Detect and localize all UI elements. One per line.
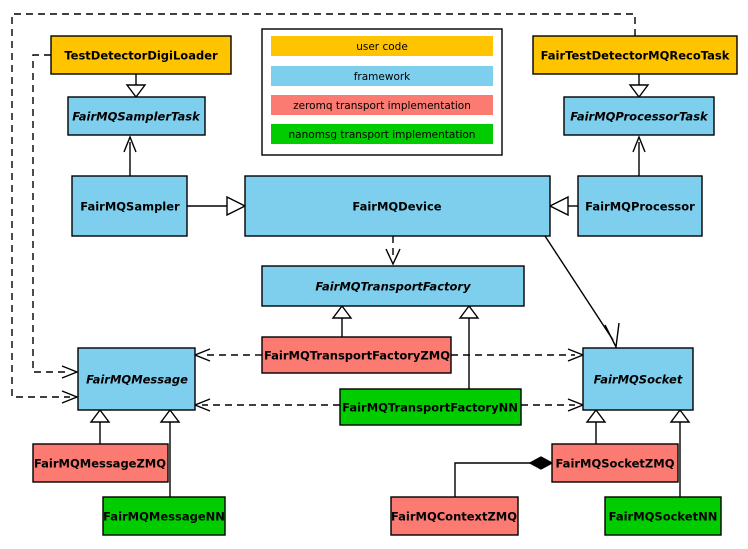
node-label: FairMQSampler <box>80 200 180 214</box>
class-node-fairmqdevice[interactable]: FairMQDevice <box>244 175 551 237</box>
node-rect[interactable] <box>604 496 722 536</box>
legend: user code framework zeromq transport imp… <box>261 28 503 156</box>
legend-label-zeromq: zeromq transport implementation <box>293 100 471 112</box>
node-rect[interactable] <box>551 443 679 483</box>
node-label: FairMQSamplerTask <box>72 110 201 124</box>
class-node-fairmqcontextzmq[interactable]: FairMQContextZMQ <box>390 496 519 536</box>
node-label: FairMQMessage <box>86 373 188 387</box>
class-node-fairmqtransportfactorynn[interactable]: FairMQTransportFactoryNN <box>339 388 522 426</box>
node-rect[interactable] <box>390 496 519 536</box>
edge-fairmqtransportfactoryzmq-to-fairmqtransportfactory <box>331 304 353 337</box>
edge-fairtestdetectormqrecotask-to-fairmqmessage <box>11 13 636 404</box>
edge-fairmqsampler-to-fairmqsamplertask <box>123 135 137 176</box>
class-node-fairmqtransportfactoryzmq[interactable]: FairMQTransportFactoryZMQ <box>261 336 452 374</box>
node-rect[interactable] <box>67 96 206 136</box>
node-label: FairMQContextZMQ <box>391 510 517 524</box>
edge-fairmqtransportfactoryzmq-to-fairmqsocket <box>451 348 585 362</box>
node-label: FairMQTransportFactoryZMQ <box>264 349 450 363</box>
node-label: FairMQSocketNN <box>609 510 718 524</box>
node-label: FairTestDetectorMQRecoTask <box>541 49 730 63</box>
node-rect[interactable] <box>339 388 522 426</box>
class-node-fairmqsocketzmq[interactable]: FairMQSocketZMQ <box>551 443 679 483</box>
edge-fairmqsocketzmq-to-fairmqcontextzmq <box>454 456 554 497</box>
class-node-fairmqsocketnn[interactable]: FairMQSocketNN <box>604 496 722 536</box>
legend-swatch-zeromq <box>271 95 493 115</box>
node-layer: TestDetectorDigiLoader FairTestDetectorM… <box>32 35 738 536</box>
edge-layer <box>11 13 691 497</box>
class-node-fairmqprocessor[interactable]: FairMQProcessor <box>577 175 703 237</box>
edge-fairmqmessagezmq-to-fairmqmessage <box>89 408 111 444</box>
edge-fairmqdevice-to-fairmqsocket <box>544 235 620 350</box>
legend-swatch-nanomsg <box>271 124 493 144</box>
node-rect[interactable] <box>261 336 452 374</box>
node-rect[interactable] <box>577 175 703 237</box>
edge-fairmqtransportfactorynn-to-fairmqsocket <box>521 398 585 412</box>
class-node-fairmqprocessortask[interactable]: FairMQProcessorTask <box>563 96 715 136</box>
node-rect[interactable] <box>532 35 738 75</box>
node-label: FairMQSocketZMQ <box>556 457 675 471</box>
node-label: FairMQMessageZMQ <box>34 457 166 471</box>
edge-fairmqmessagenn-to-fairmqmessage <box>159 408 181 497</box>
node-label: TestDetectorDigiLoader <box>64 49 218 63</box>
node-rect[interactable] <box>102 496 226 536</box>
edge-fairmqtransportfactorynn-to-fairmqtransportfactory <box>458 304 480 389</box>
legend-swatch-framework <box>271 66 493 86</box>
node-label: FairMQTransportFactoryNN <box>342 401 518 415</box>
node-label: FairMQTransportFactory <box>315 280 471 294</box>
edge-fairmqtransportfactorynn-to-fairmqmessage <box>193 398 340 412</box>
node-rect[interactable] <box>50 35 232 75</box>
node-rect[interactable] <box>261 265 525 307</box>
class-node-fairmqsamplertask[interactable]: FairMQSamplerTask <box>67 96 206 136</box>
legend-swatch-user-code <box>271 36 493 56</box>
edge-fairtestdetectormqrecotask-to-fairmqprocessortask <box>628 74 650 99</box>
class-node-fairmqmessage[interactable]: FairMQMessage <box>77 347 196 411</box>
edge-fairmqdevice-to-fairmqtransportfactory <box>385 236 401 266</box>
legend-label-framework: framework <box>354 71 411 83</box>
node-rect[interactable] <box>77 347 196 411</box>
edge-testdetectordigiloader-to-fairmqsamplertask <box>125 74 147 99</box>
node-label: FairMQMessageNN <box>103 510 225 524</box>
node-label: FairMQProcessor <box>585 200 695 214</box>
node-label: FairMQProcessorTask <box>570 110 709 124</box>
edge-fairmqprocessor-to-fairmqdevice <box>548 195 578 217</box>
node-rect[interactable] <box>582 347 694 411</box>
edge-fairmqsocketnn-to-fairmqsocket <box>669 408 691 497</box>
class-node-fairtestdetectormqrecotask[interactable]: FairTestDetectorMQRecoTask <box>532 35 738 75</box>
edge-fairmqsocketzmq-to-fairmqsocket <box>585 408 607 444</box>
class-node-fairmqmessagezmq[interactable]: FairMQMessageZMQ <box>32 443 169 483</box>
class-node-fairmqsampler[interactable]: FairMQSampler <box>71 175 188 237</box>
node-label: FairMQDevice <box>352 200 441 214</box>
node-rect[interactable] <box>563 96 715 136</box>
legend-label-nanomsg: nanomsg transport implementation <box>289 129 476 141</box>
edge-fairmqtransportfactoryzmq-to-fairmqmessage <box>193 348 262 362</box>
edge-fairmqprocessor-to-fairmqprocessortask <box>632 135 646 176</box>
class-node-testdetectordigiloader[interactable]: TestDetectorDigiLoader <box>50 35 232 75</box>
edge-testdetectordigiloader-to-fairmqmessage <box>32 54 79 379</box>
node-rect[interactable] <box>244 175 551 237</box>
node-rect[interactable] <box>71 175 188 237</box>
legend-label-user-code: user code <box>356 41 408 53</box>
edge-fairmqsampler-to-fairmqdevice <box>187 195 247 217</box>
class-node-fairmqmessagenn[interactable]: FairMQMessageNN <box>102 496 226 536</box>
node-rect[interactable] <box>32 443 169 483</box>
class-node-fairmqsocket[interactable]: FairMQSocket <box>582 347 694 411</box>
node-label: FairMQSocket <box>594 373 683 387</box>
class-node-fairmqtransportfactory[interactable]: FairMQTransportFactory <box>261 265 525 307</box>
